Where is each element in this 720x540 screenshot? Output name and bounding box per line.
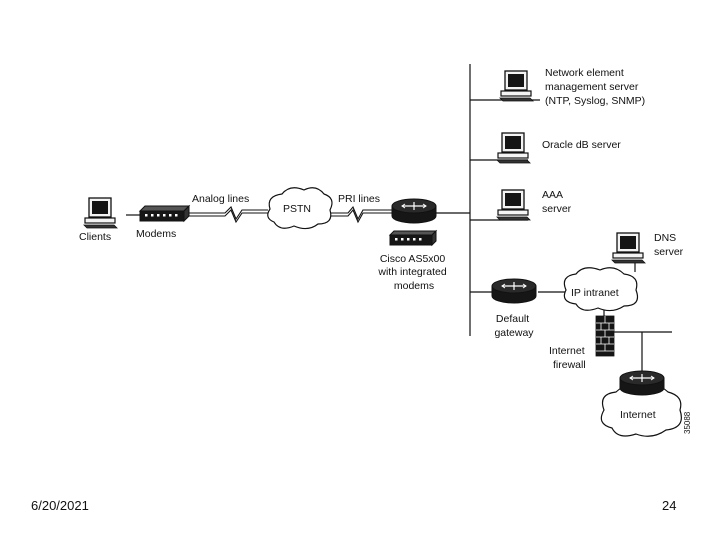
integrated-modems-icon xyxy=(388,229,438,247)
ip-intranet-cloud-icon xyxy=(563,267,639,312)
default-gateway-label: Default gateway xyxy=(494,313,534,339)
oracle-server-label: Oracle dB server xyxy=(542,139,621,151)
aaa-server-label: AAA server xyxy=(542,189,572,215)
internet-firewall-label: Internet firewall xyxy=(549,345,588,371)
modems-label: Modems xyxy=(136,228,176,240)
cisco-router-icon xyxy=(391,198,437,224)
ip-intranet-label: IP intranet xyxy=(571,287,619,299)
analog-lines-label: Analog lines xyxy=(192,193,249,205)
analog-lines-link xyxy=(188,206,268,224)
dns-server-icon xyxy=(611,232,646,264)
modems-icon xyxy=(138,204,191,223)
footer-date: 6/20/2021 xyxy=(31,498,89,513)
firewall-icon xyxy=(595,315,615,357)
oracle-server-icon xyxy=(496,132,531,164)
connection-lines xyxy=(126,64,672,376)
clients-label: Clients xyxy=(79,231,111,243)
client-computer-icon xyxy=(83,197,118,229)
internet-router-icon xyxy=(619,370,665,396)
footer-page-number: 24 xyxy=(662,498,677,513)
cisco-label: Cisco AS5x00 with integrated modems xyxy=(377,253,449,292)
cisco-label-line3: modems xyxy=(394,280,434,292)
management-server-icon xyxy=(499,70,534,102)
pri-lines-link xyxy=(328,205,395,224)
dns-server-label: DNS server xyxy=(654,232,684,258)
internet-label: Internet xyxy=(620,409,656,421)
cisco-label-line2: with integrated xyxy=(377,266,446,278)
pstn-cloud-icon xyxy=(267,187,333,230)
pstn-label: PSTN xyxy=(283,203,311,215)
cisco-label-line1: Cisco AS5x00 xyxy=(380,253,446,265)
aaa-server-icon xyxy=(496,189,531,221)
figure-id: 35088 xyxy=(683,411,692,434)
pri-lines-label: PRI lines xyxy=(338,193,380,205)
default-gateway-router-icon xyxy=(491,278,537,304)
management-server-label: Network element management server (NTP, … xyxy=(545,67,645,107)
